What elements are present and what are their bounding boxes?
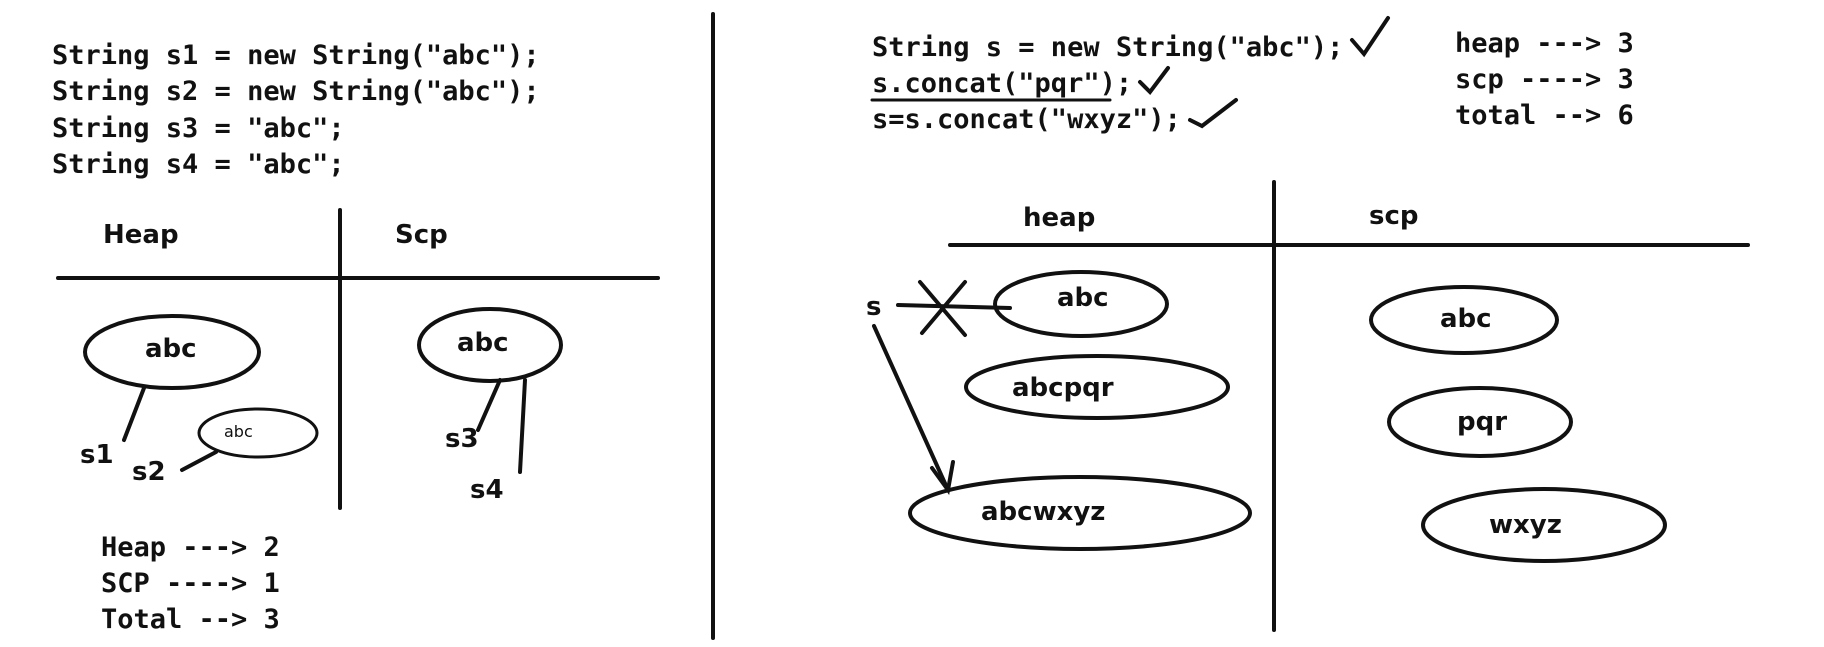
count-line: SCP ----> 1 (101, 568, 280, 599)
reference-arrow (476, 378, 502, 432)
code-line-2: s.concat("pqr"); (872, 68, 1132, 99)
heap-object-label: abcpqr (1012, 373, 1114, 403)
scp-object (417, 307, 563, 383)
heap-object (908, 475, 1252, 551)
reference-arrow (122, 386, 146, 442)
heap-object (197, 407, 319, 459)
code-line-4: String s4 = "abc"; (52, 149, 345, 180)
reference-label: s2 (132, 457, 166, 487)
check-mark-icon (1138, 66, 1170, 96)
heap-object-label: abc (224, 422, 253, 441)
reference-arrow (518, 378, 527, 474)
reference-label: s1 (80, 440, 114, 470)
scp-heading: Scp (395, 220, 448, 250)
scp-object-label: wxyz (1489, 510, 1562, 540)
code-line-1: String s = new String("abc"); (872, 32, 1343, 63)
reference-label: s3 (445, 424, 479, 454)
code-line-3: String s3 = "abc"; (52, 113, 345, 144)
heap-object-label: abc (145, 334, 197, 364)
check-mark-icon (1188, 98, 1238, 129)
scp-object (1387, 386, 1573, 458)
scp-object-label: abc (1440, 304, 1492, 334)
heap-object (83, 314, 261, 390)
right-panel: String s = new String("abc"); s.concat("… (866, 16, 1750, 632)
heap-heading: Heap (103, 220, 179, 250)
code-line-2: String s2 = new String("abc"); (52, 76, 540, 107)
reference-arrow (180, 450, 218, 472)
code-line-3: s=s.concat("wxyz"); (872, 104, 1181, 135)
heap-object (993, 270, 1169, 338)
scp-heading: scp (1369, 201, 1419, 231)
count-line: total --> 6 (1455, 100, 1634, 131)
count-line: Total --> 3 (101, 604, 280, 635)
code-line-1: String s1 = new String("abc"); (52, 40, 540, 71)
reference-label: s (866, 292, 881, 322)
heap-object (964, 354, 1230, 420)
scp-object (1369, 285, 1559, 355)
cross-mark-icon (920, 280, 967, 335)
reference-label: s4 (470, 475, 504, 505)
count-line: Heap ---> 2 (101, 532, 280, 563)
reference-arrow (872, 324, 950, 492)
heap-heading: heap (1023, 203, 1095, 233)
count-line: scp ----> 3 (1455, 64, 1634, 95)
reference-line (896, 303, 1012, 310)
scp-object (1421, 487, 1667, 563)
scp-object-label: abc (457, 328, 509, 358)
heap-object-label: abcwxyz (981, 497, 1105, 527)
check-mark-icon (1350, 16, 1390, 58)
heap-object-label: abc (1057, 283, 1109, 313)
count-line: heap ---> 3 (1455, 28, 1634, 59)
arrowhead-icon (930, 460, 955, 495)
left-panel: String s1 = new String("abc"); String s2… (52, 40, 660, 635)
scp-object-label: pqr (1457, 407, 1507, 437)
